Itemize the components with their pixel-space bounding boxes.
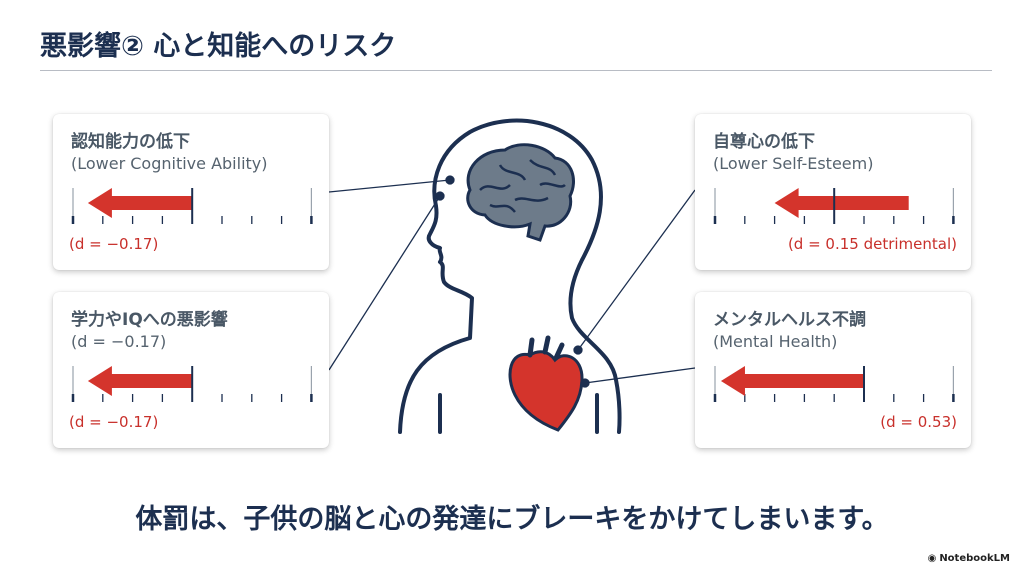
card-subtitle: (Mental Health) [713, 332, 838, 351]
heart-icon [508, 335, 584, 432]
effect-size-label: (d = 0.15 detrimental) [787, 235, 957, 253]
card-subtitle: (d = −0.17) [71, 332, 167, 351]
connector-cognitive [328, 179, 451, 193]
body-outline [398, 118, 622, 434]
card-heading: 学力やIQへの悪影響 [71, 310, 228, 330]
logo-text: NotebookLM [939, 553, 1010, 564]
effect-scale [713, 188, 955, 224]
card-subtitle: (Lower Cognitive Ability) [71, 154, 268, 173]
effect-size-label: (d = −0.17) [69, 413, 159, 431]
effect-size-label: (d = −0.17) [69, 235, 159, 253]
effect-scale [713, 366, 955, 402]
effect-arrow-head [87, 366, 112, 396]
card-self-esteem: 自尊心の低下 (Lower Self-Esteem) (d = 0.15 det… [695, 114, 971, 270]
effect-scale [71, 188, 313, 224]
effect-arrow-shaft [109, 196, 193, 210]
card-academic-iq: 学力やIQへの悪影響 (d = −0.17) (d = −0.17) [53, 292, 329, 448]
notebooklm-logo: ◉NotebookLM [928, 553, 1010, 564]
effect-arrow-head [774, 188, 799, 218]
connector-iq [328, 195, 441, 371]
card-heading: 認知能力の低下 [71, 132, 190, 152]
summary-text: 体罰は、子供の脳と心の発達にブレーキをかけてしまいます。 [135, 504, 889, 535]
card-heading: 自尊心の低下 [713, 132, 815, 152]
card-mental-health: メンタルヘルス不調 (Mental Health) (d = 0.53) [695, 292, 971, 448]
slide-title: 悪影響② 心と知能へのリスク [40, 31, 397, 62]
notebooklm-icon: ◉ [927, 553, 937, 564]
title-divider [40, 70, 992, 71]
effect-scale [71, 366, 313, 402]
connector-mental-health [584, 367, 696, 384]
card-heading: メンタルヘルス不調 [713, 310, 866, 330]
card-cognitive-ability: 認知能力の低下 (Lower Cognitive Ability) (d = −… [53, 114, 329, 270]
effect-size-label: (d = 0.53) [880, 413, 957, 431]
card-subtitle: (Lower Self-Esteem) [713, 154, 874, 173]
effect-arrow-head [87, 188, 112, 218]
effect-arrow-shaft [109, 374, 193, 388]
effect-arrow-shaft [742, 374, 864, 388]
effect-arrow-head [720, 366, 745, 396]
connector-self-esteem [577, 189, 696, 351]
effect-arrow-shaft [796, 196, 909, 210]
brain-icon [466, 143, 575, 242]
